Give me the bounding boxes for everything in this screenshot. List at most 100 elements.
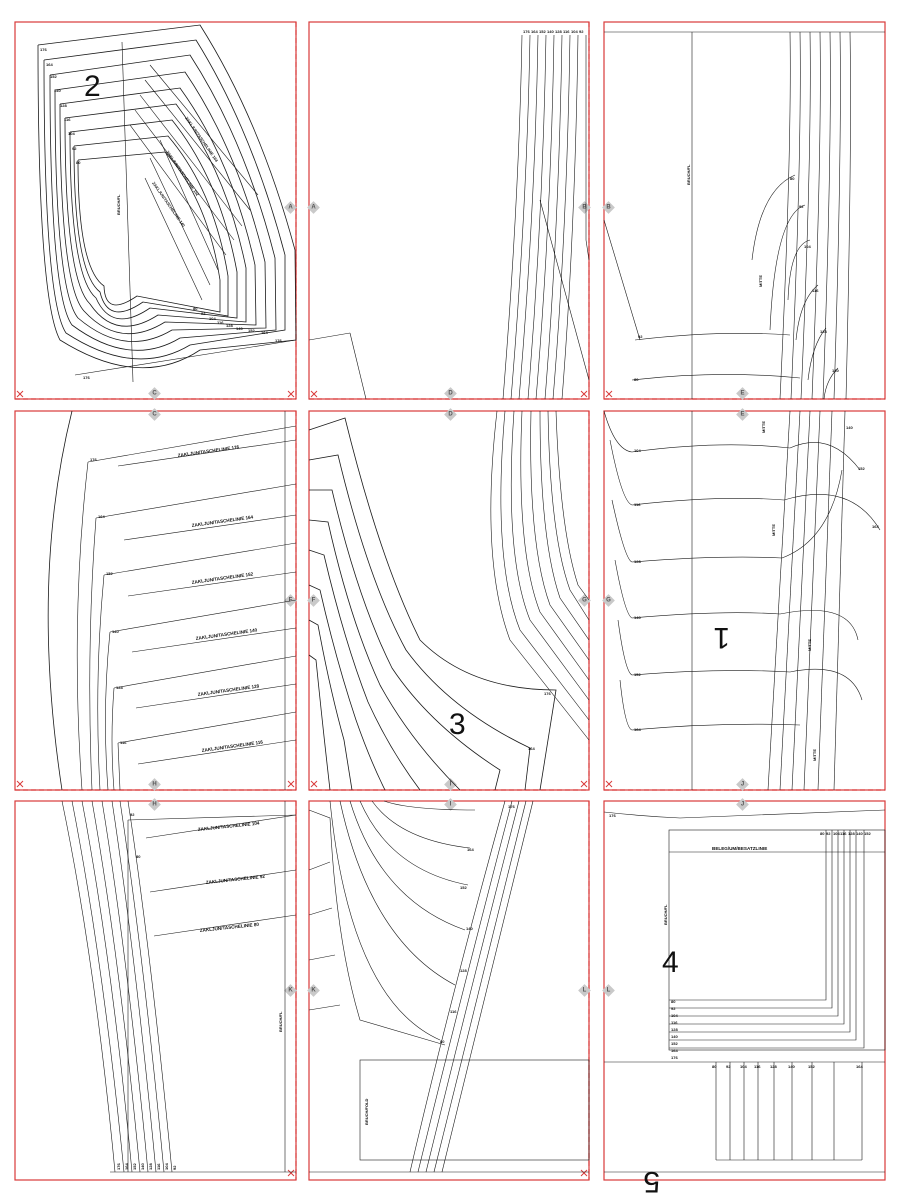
svg-text:80: 80 [671,999,676,1004]
tile-1-1 [14,21,297,400]
svg-text:F: F [289,598,293,604]
piece-number-4: 4 [662,946,679,979]
svg-text:152: 152 [460,885,467,890]
svg-text:MITTE: MITTE [771,524,776,536]
match-mark-a: A [284,201,297,214]
svg-text:140: 140 [140,1163,145,1170]
svg-text:A: A [311,205,316,211]
svg-text:164: 164 [261,330,268,335]
svg-text:116: 116 [450,1009,457,1014]
svg-text:128: 128 [60,103,67,108]
svg-text:ZAKLJUN/TASCHELINIE 164: ZAKLJUN/TASCHELINIE 164 [184,116,219,164]
svg-text:116: 116 [64,117,71,122]
tile-1-2 [308,21,590,400]
piece-3-labels: 176 164 [528,691,551,751]
svg-text:128: 128 [770,1064,777,1069]
svg-text:116: 116 [754,1064,761,1069]
svg-text:104: 104 [164,1163,169,1170]
tile-3-2 [308,800,590,1181]
svg-text:116: 116 [812,288,819,293]
svg-text:80: 80 [634,377,639,382]
match-mark-h2: H [148,798,161,811]
svg-text:92: 92 [726,1064,731,1069]
svg-text:152: 152 [248,328,255,333]
svg-text:176: 176 [83,375,90,380]
svg-text:80: 80 [136,854,141,859]
svg-text:92: 92 [826,831,831,836]
piece-2-outlines [37,24,297,383]
tile-3-2-labels: 176 164 152 140 128 116 80 BRUCH/FOLD [364,804,515,1125]
svg-text:92: 92 [201,311,206,316]
svg-text:140: 140 [112,629,119,634]
svg-text:92: 92 [130,812,135,817]
svg-text:140: 140 [832,368,839,373]
svg-text:MITTE: MITTE [758,275,763,287]
svg-text:ZAKLJUN/TASCHELINIE 128: ZAKLJUN/TASCHELINIE 128 [197,683,259,697]
match-mark-d: D [444,387,457,400]
svg-text:ZAKLJUN/TASCHELINIE 152: ZAKLJUN/TASCHELINIE 152 [191,571,253,585]
svg-text:116: 116 [840,831,847,836]
match-mark-f: F [284,594,297,607]
svg-text:G: G [582,598,587,604]
svg-text:176: 176 [523,29,530,34]
svg-text:164: 164 [98,514,105,519]
piece-number-5: 5 [643,1165,660,1198]
svg-text:C: C [152,412,157,418]
svg-text:176: 176 [90,457,97,462]
svg-text:104: 104 [634,448,641,453]
svg-text:BRUCH/FL: BRUCH/FL [686,164,691,185]
svg-text:128: 128 [848,831,855,836]
svg-text:80: 80 [712,1064,717,1069]
svg-text:116: 116 [156,1163,161,1170]
svg-text:MITTE: MITTE [761,421,766,433]
svg-text:176: 176 [275,338,282,343]
svg-text:164: 164 [467,847,474,852]
svg-text:104: 104 [740,1064,747,1069]
svg-text:MITTE: MITTE [807,639,812,651]
svg-text:BELEG/UM/BESATZLINIE: BELEG/UM/BESATZLINIE [712,846,767,851]
svg-text:H: H [152,782,156,788]
svg-text:92: 92 [799,204,804,209]
svg-text:152: 152 [50,74,57,79]
piece-3-outlines [308,410,590,791]
svg-text:152: 152 [634,672,641,677]
svg-text:80: 80 [193,306,198,311]
tile-3-1-lines [61,800,297,1173]
svg-text:140: 140 [634,615,641,620]
svg-text:140: 140 [846,425,853,430]
svg-text:128: 128 [460,968,467,973]
match-mark-e: E [736,387,749,400]
svg-text:140: 140 [547,29,554,34]
svg-text:92: 92 [172,1165,177,1170]
svg-text:J: J [741,782,744,788]
svg-text:128: 128 [148,1163,153,1170]
tile-2-3 [603,410,886,791]
svg-text:C: C [152,391,157,397]
match-mark-c2: C [148,408,161,421]
svg-text:164: 164 [46,62,53,67]
svg-text:92: 92 [72,146,77,151]
svg-text:ZAKLJUN/TASCHELINIE 92: ZAKLJUN/TASCHELINIE 92 [206,874,266,885]
svg-text:92: 92 [579,29,584,34]
piece-1-labels: 104 116 128 140 152 164 140 152 164 MITT… [634,421,879,761]
svg-text:104: 104 [209,316,216,321]
svg-text:140: 140 [671,1034,678,1039]
svg-text:176: 176 [508,804,515,809]
svg-text:164: 164 [872,524,879,529]
piece-number-3: 3 [449,708,466,741]
tile-1-3-labels: BRUCH/FL MITTE 92 80 80 92 104 116 128 1… [634,164,839,382]
svg-text:116: 116 [217,320,224,325]
svg-text:164: 164 [528,746,535,751]
svg-text:104: 104 [68,131,75,136]
svg-text:164: 164 [531,29,538,34]
svg-text:BRUCH/FL: BRUCH/FL [116,194,121,215]
match-mark-k: K [284,984,297,997]
svg-text:BRUCH/FL: BRUCH/FL [278,1011,283,1032]
svg-text:I: I [450,802,452,808]
svg-text:116: 116 [120,740,127,745]
svg-text:116: 116 [671,1020,678,1025]
svg-text:128: 128 [116,685,123,690]
tile-3-1-labels: 92 80 ZAKLJUN/TASCHELINIE 104 ZAKLJUN/TA… [116,812,283,1170]
match-mark-j2: J [736,798,749,811]
tile-3-2-lines [308,800,590,1173]
